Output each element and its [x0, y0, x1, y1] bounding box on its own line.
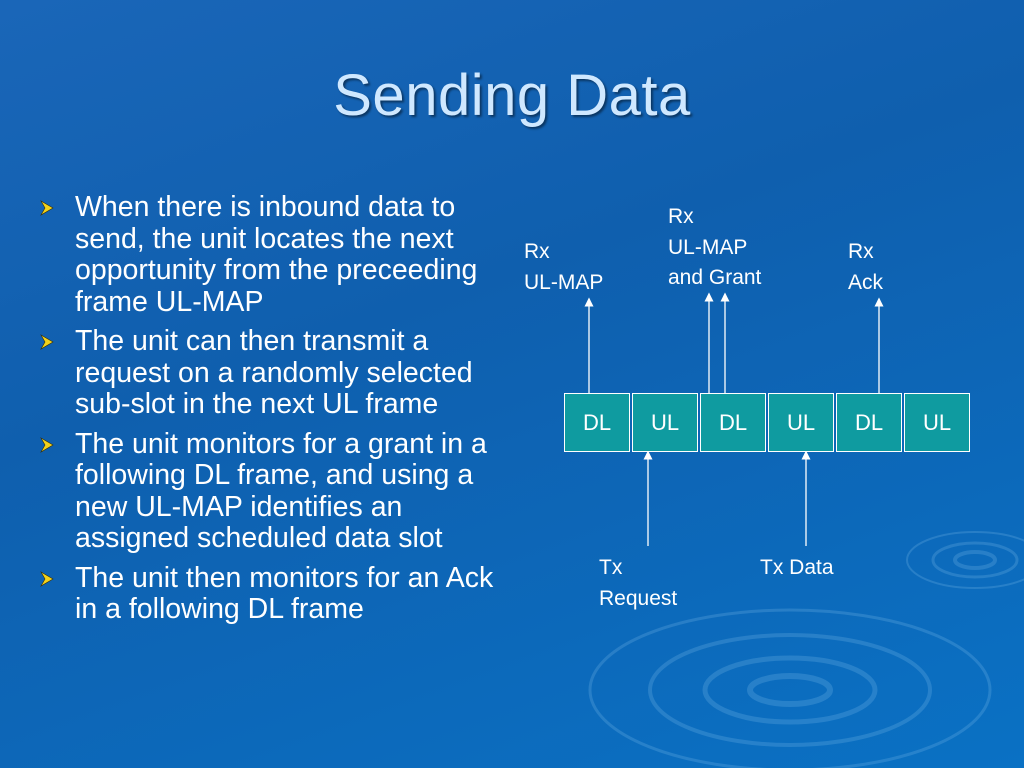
- bullet-item: The unit then monitors for an Ack in a f…: [38, 561, 510, 626]
- arrow-bullet-icon: [40, 334, 54, 350]
- bullet-item: The unit can then transmit a request on …: [38, 325, 510, 421]
- label-rx-ulmap: Rx UL-MAP: [524, 240, 604, 294]
- arrow-bullet-icon: [40, 570, 54, 587]
- frame-cell-dl: DL: [564, 393, 630, 452]
- label-tx-data: Tx Data: [760, 556, 834, 579]
- label-rx-ulmap-grant: Rx UL-MAP and Grant: [668, 205, 762, 289]
- bullet-text: The unit can then transmit a request on …: [75, 325, 473, 420]
- arrow-bullet-icon: [40, 436, 54, 453]
- frame-cell-dl: DL: [836, 393, 902, 452]
- bullet-list: When there is inbound data to send, the …: [38, 191, 510, 634]
- bullet-text: When there is inbound data to send, the …: [75, 191, 478, 318]
- label-tx-request: Tx Request: [599, 556, 678, 610]
- slide-title: Sending Data: [333, 63, 691, 128]
- bullet-text: The unit monitors for a grant in a follo…: [75, 427, 487, 554]
- bullet-item: When there is inbound data to send, the …: [38, 191, 510, 318]
- bullet-text: The unit then monitors for an Ack in a f…: [75, 561, 494, 625]
- frame-cell-ul: UL: [904, 393, 970, 452]
- frame-cell-dl: DL: [700, 393, 766, 452]
- bullet-item: The unit monitors for a grant in a follo…: [38, 427, 510, 555]
- frame-cell-ul: UL: [632, 393, 698, 452]
- arrow-bullet-icon: [40, 200, 54, 216]
- frame-cell-ul: UL: [768, 393, 834, 452]
- label-rx-ack: Rx Ack: [848, 240, 884, 294]
